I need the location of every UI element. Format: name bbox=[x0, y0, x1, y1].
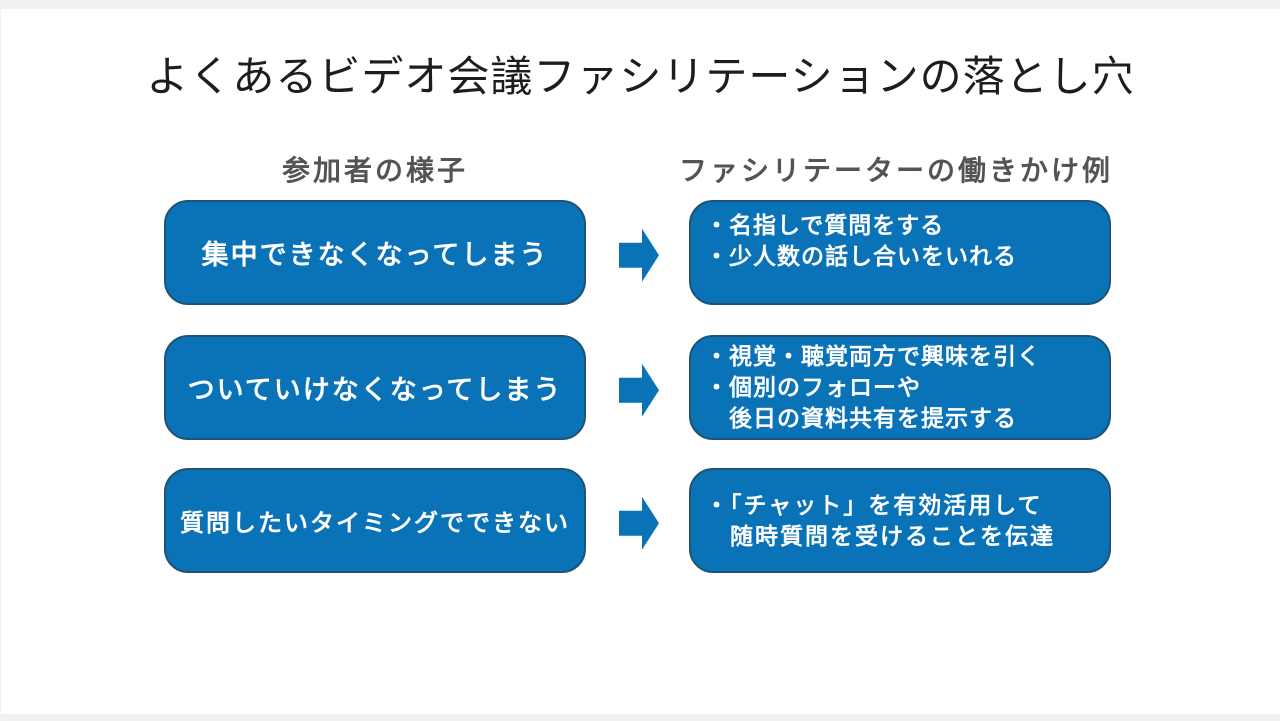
actions-box-1: ・名指しで質問をする ・少人数の話し合いをいれる bbox=[689, 200, 1111, 305]
flow-row-1: 集中できなくなってしまう ・名指しで質問をする ・少人数の話し合いをいれる bbox=[164, 200, 1114, 305]
column-header-participants: 参加者の様子 bbox=[281, 155, 468, 186]
column-header-facilitator: ファシリテーターの働きかけ例 bbox=[678, 155, 1113, 186]
situation-box-2: ついていけなくなってしまう bbox=[164, 335, 586, 440]
actions-box-3: ・「チャット」を有効活用して 随時質問を受けることを伝達 bbox=[689, 468, 1111, 573]
arrow-right-icon bbox=[619, 228, 659, 282]
slide-canvas: よくあるビデオ会議ファシリテーションの落とし穴 参加者の様子 ファシリテーターの… bbox=[1, 9, 1280, 714]
slide-title: よくあるビデオ会議ファシリテーションの落とし穴 bbox=[146, 53, 1135, 100]
flow-row-3: 質問したいタイミングでできない ・「チャット」を有効活用して 随時質問を受けるこ… bbox=[164, 468, 1114, 573]
situation-box-1: 集中できなくなってしまう bbox=[164, 200, 586, 305]
arrow-right-icon bbox=[619, 496, 659, 550]
actions-box-2: ・視覚・聴覚両方で興味を引く ・個別のフォローや 後日の資料共有を提示する bbox=[689, 335, 1111, 440]
situation-box-3: 質問したいタイミングでできない bbox=[164, 468, 586, 573]
flow-row-2: ついていけなくなってしまう ・視覚・聴覚両方で興味を引く ・個別のフォローや 後… bbox=[164, 335, 1114, 440]
arrow-right-icon bbox=[619, 363, 659, 417]
